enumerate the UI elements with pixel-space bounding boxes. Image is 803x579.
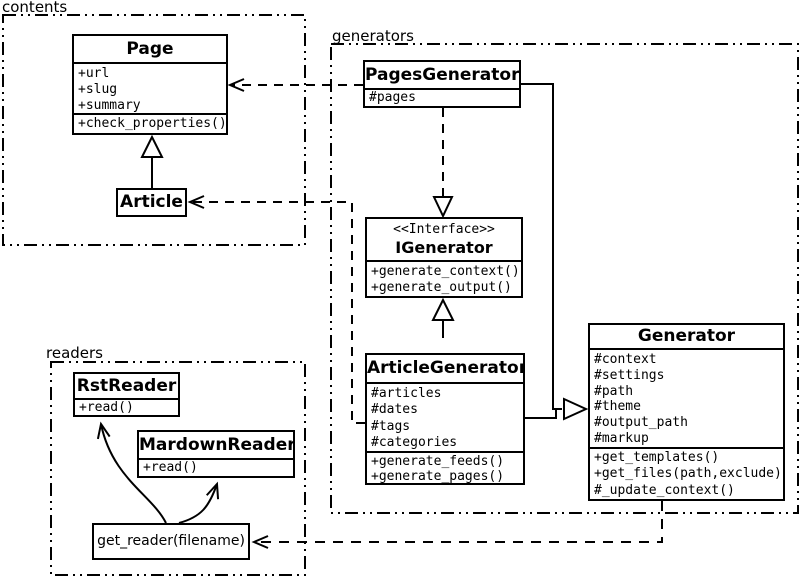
generators-package-label: generators	[332, 27, 414, 45]
attribute-row: #path	[594, 383, 634, 399]
method-row: +generate_pages()	[371, 469, 505, 483]
attribute-row: #markup	[594, 430, 649, 446]
articlegenerator-to-article-dependency	[187, 195, 365, 424]
readers-package-label: readers	[46, 344, 103, 362]
class-rstreader: RstReader +read()	[73, 372, 180, 417]
contents-package-label: contents	[2, 0, 68, 16]
method-row: +read()	[143, 460, 198, 475]
articlegenerator-to-generator-generalization-line	[525, 410, 557, 419]
class-igenerator-stereotype: <<Interface>>	[393, 222, 495, 237]
attribute-row: #output_path	[594, 415, 688, 431]
attribute-row: #dates	[371, 402, 418, 418]
contents-package-border	[2, 14, 306, 246]
class-page-title: Page	[126, 39, 174, 59]
generator-generalization-triangle	[563, 397, 589, 421]
method-row: +get_files(path,exclude)	[594, 466, 782, 482]
getreader-to-mardownreader-arrow	[178, 481, 220, 524]
class-rstreader-title: RstReader	[76, 376, 177, 396]
class-generator: Generator #context #settings #path #them…	[588, 323, 785, 501]
method-row: +generate_output()	[371, 280, 512, 295]
method-row: +read()	[79, 400, 134, 415]
class-igenerator: <<Interface>> IGenerator +generate_conte…	[365, 217, 523, 298]
attribute-row: +url	[78, 66, 110, 81]
class-generator-title: Generator	[637, 326, 736, 346]
method-row: +get_templates()	[594, 450, 720, 465]
method-row: +generate_context()	[371, 264, 520, 279]
method-row: +check_properties()	[78, 116, 226, 131]
pagesgenerator-to-generator-generalization-line	[521, 83, 562, 410]
class-mardownreader: MardownReader +read()	[137, 430, 295, 478]
attribute-row: #pages	[369, 90, 416, 105]
method-row: +generate_feeds()	[371, 454, 505, 469]
attribute-row: +summary	[78, 97, 141, 113]
articlegenerator-to-igenerator-realization-triangle	[431, 297, 455, 321]
getreader-node: get_reader(filename)	[92, 523, 250, 560]
pagesgenerator-to-igenerator-realization-triangle	[432, 196, 454, 219]
class-page: Page +url +slug +summary +check_properti…	[72, 34, 228, 135]
attribute-row: #tags	[371, 418, 411, 434]
getreader-to-rstreader-arrow	[96, 421, 167, 524]
class-mardownreader-title: MardownReader	[139, 435, 293, 455]
generator-to-getreader-dependency	[251, 501, 663, 549]
attribute-row: #context	[594, 352, 657, 367]
attribute-row: #settings	[594, 367, 665, 383]
method-row: #_update_context()	[594, 482, 735, 498]
class-articlegenerator-title: ArticleGenerator	[367, 358, 523, 378]
article-to-page-generalization-triangle	[140, 134, 164, 158]
generators-package-border	[330, 43, 799, 514]
class-article-title: Article	[120, 192, 183, 212]
class-pagesgenerator-title: PagesGenerator	[365, 65, 519, 85]
attribute-row: #categories	[371, 434, 458, 450]
class-igenerator-title: IGenerator	[395, 238, 493, 257]
class-articlegenerator: ArticleGenerator #articles #dates #tags …	[365, 353, 525, 485]
attribute-row: #theme	[594, 399, 641, 415]
readers-package-border	[50, 361, 306, 576]
class-pagesgenerator: PagesGenerator #pages	[363, 60, 521, 108]
class-article: Article	[116, 188, 187, 217]
attribute-row: #articles	[371, 386, 442, 401]
attribute-row: +slug	[78, 81, 118, 97]
